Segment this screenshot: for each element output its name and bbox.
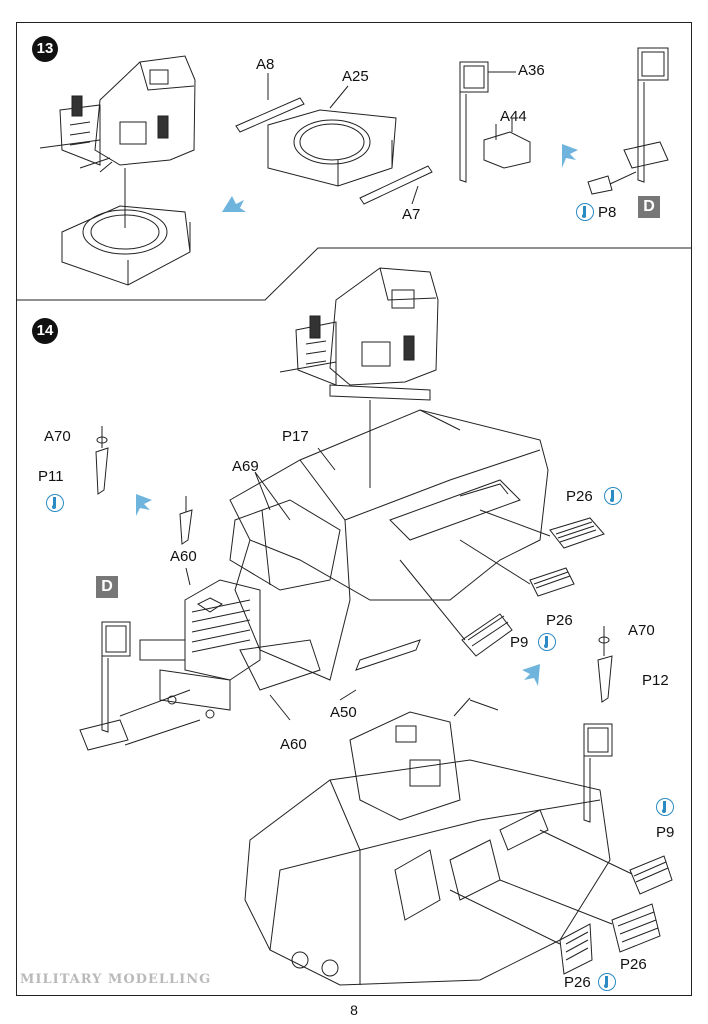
grille-p9-mid bbox=[461, 613, 513, 657]
bracket-a44 bbox=[483, 118, 531, 169]
part-label-p26-mid: P26 bbox=[546, 612, 573, 629]
mirror-assembly-13 bbox=[587, 47, 669, 195]
step-number-13: 13 bbox=[32, 36, 58, 62]
blue-arrow-13b bbox=[562, 144, 578, 168]
turret-drawing-13 bbox=[39, 55, 196, 173]
step-divider bbox=[16, 247, 692, 301]
step-number-14: 14 bbox=[32, 318, 58, 344]
part-label-p9-right: P9 bbox=[656, 824, 675, 841]
part-label-p12: P12 bbox=[642, 672, 669, 689]
clip-p11 bbox=[95, 426, 109, 495]
grille-p9-right bbox=[629, 855, 673, 895]
part-label-a25: A25 bbox=[342, 68, 369, 85]
turret-lower-14 bbox=[349, 697, 499, 821]
leader-a60-bottom bbox=[269, 694, 291, 721]
leader-p17 bbox=[317, 447, 336, 471]
blue-arrow-14a bbox=[136, 494, 152, 516]
part-label-p9-mid: P9 bbox=[510, 634, 529, 651]
wheel-1 bbox=[291, 951, 309, 969]
step-a50 bbox=[355, 639, 421, 671]
guide-p26-top bbox=[479, 509, 551, 537]
blue-arrow-14b bbox=[522, 664, 540, 686]
attention-icon-p26-top bbox=[604, 487, 622, 505]
turret-drawing-14 bbox=[279, 267, 439, 401]
mirror-d-left bbox=[79, 621, 201, 751]
mirror-lower-right bbox=[583, 723, 613, 823]
watermark: MILITARY MODELLING bbox=[20, 972, 212, 987]
ring-plate-a25 bbox=[267, 109, 397, 187]
wheel-2 bbox=[321, 959, 339, 977]
part-label-a70-right: A70 bbox=[628, 622, 655, 639]
grille-p26-mid bbox=[529, 567, 575, 597]
windscreen-a69 bbox=[229, 499, 341, 591]
part-label-p26-bl: P26 bbox=[564, 974, 591, 991]
part-label-p26-top: P26 bbox=[566, 488, 593, 505]
page-number: 8 bbox=[350, 1002, 358, 1018]
part-label-p8: P8 bbox=[598, 204, 617, 221]
page-frame bbox=[16, 22, 692, 996]
grille-p26-top bbox=[549, 517, 605, 549]
part-label-a60-top: A60 bbox=[170, 548, 197, 565]
decal-marker-d-top: D bbox=[638, 196, 660, 218]
leader-a25 bbox=[329, 85, 349, 109]
clip-p12 bbox=[597, 626, 613, 703]
rail-a8 bbox=[235, 97, 305, 133]
guide-p26-mid bbox=[459, 539, 531, 585]
part-label-a7: A7 bbox=[402, 206, 421, 223]
clip-assembled-left bbox=[179, 496, 193, 545]
hood-grille-14 bbox=[139, 579, 321, 719]
attention-icon-p8 bbox=[576, 203, 594, 221]
attention-icon-p26-bl bbox=[598, 973, 616, 991]
grille-p26-br bbox=[611, 903, 661, 953]
attention-icon-p9-mid bbox=[538, 633, 556, 651]
part-label-a70-left: A70 bbox=[44, 428, 71, 445]
part-label-p11: P11 bbox=[38, 468, 64, 485]
hull-upper-14 bbox=[229, 409, 549, 681]
part-label-a44: A44 bbox=[500, 108, 527, 125]
guide-p26-bl bbox=[449, 889, 561, 945]
part-label-a60-bottom: A60 bbox=[280, 736, 307, 753]
guide-p9-mid bbox=[399, 559, 466, 641]
part-label-a50: A50 bbox=[330, 704, 357, 721]
attention-icon-p9-right bbox=[656, 798, 674, 816]
guide-p9-right bbox=[539, 829, 633, 875]
leader-a69 bbox=[254, 471, 291, 521]
mirror-a36 bbox=[459, 61, 516, 183]
part-label-a36: A36 bbox=[518, 62, 545, 79]
leader-a7 bbox=[411, 185, 419, 205]
part-label-a69: A69 bbox=[232, 458, 259, 475]
blue-arrow-13a bbox=[222, 196, 246, 212]
guide-p26-br bbox=[499, 879, 613, 925]
decal-marker-d-left: D bbox=[96, 576, 118, 598]
rail-a7 bbox=[359, 165, 433, 205]
part-label-p26-br: P26 bbox=[620, 956, 647, 973]
part-label-a8: A8 bbox=[256, 56, 275, 73]
attention-icon-p11 bbox=[46, 494, 64, 512]
leader-a60-top bbox=[185, 567, 191, 586]
grille-p26-bl bbox=[559, 923, 593, 975]
turret-ring-13 bbox=[61, 205, 191, 286]
leader-a50 bbox=[339, 689, 357, 701]
hull-lower-14 bbox=[244, 759, 611, 986]
part-label-p17: P17 bbox=[282, 428, 309, 445]
